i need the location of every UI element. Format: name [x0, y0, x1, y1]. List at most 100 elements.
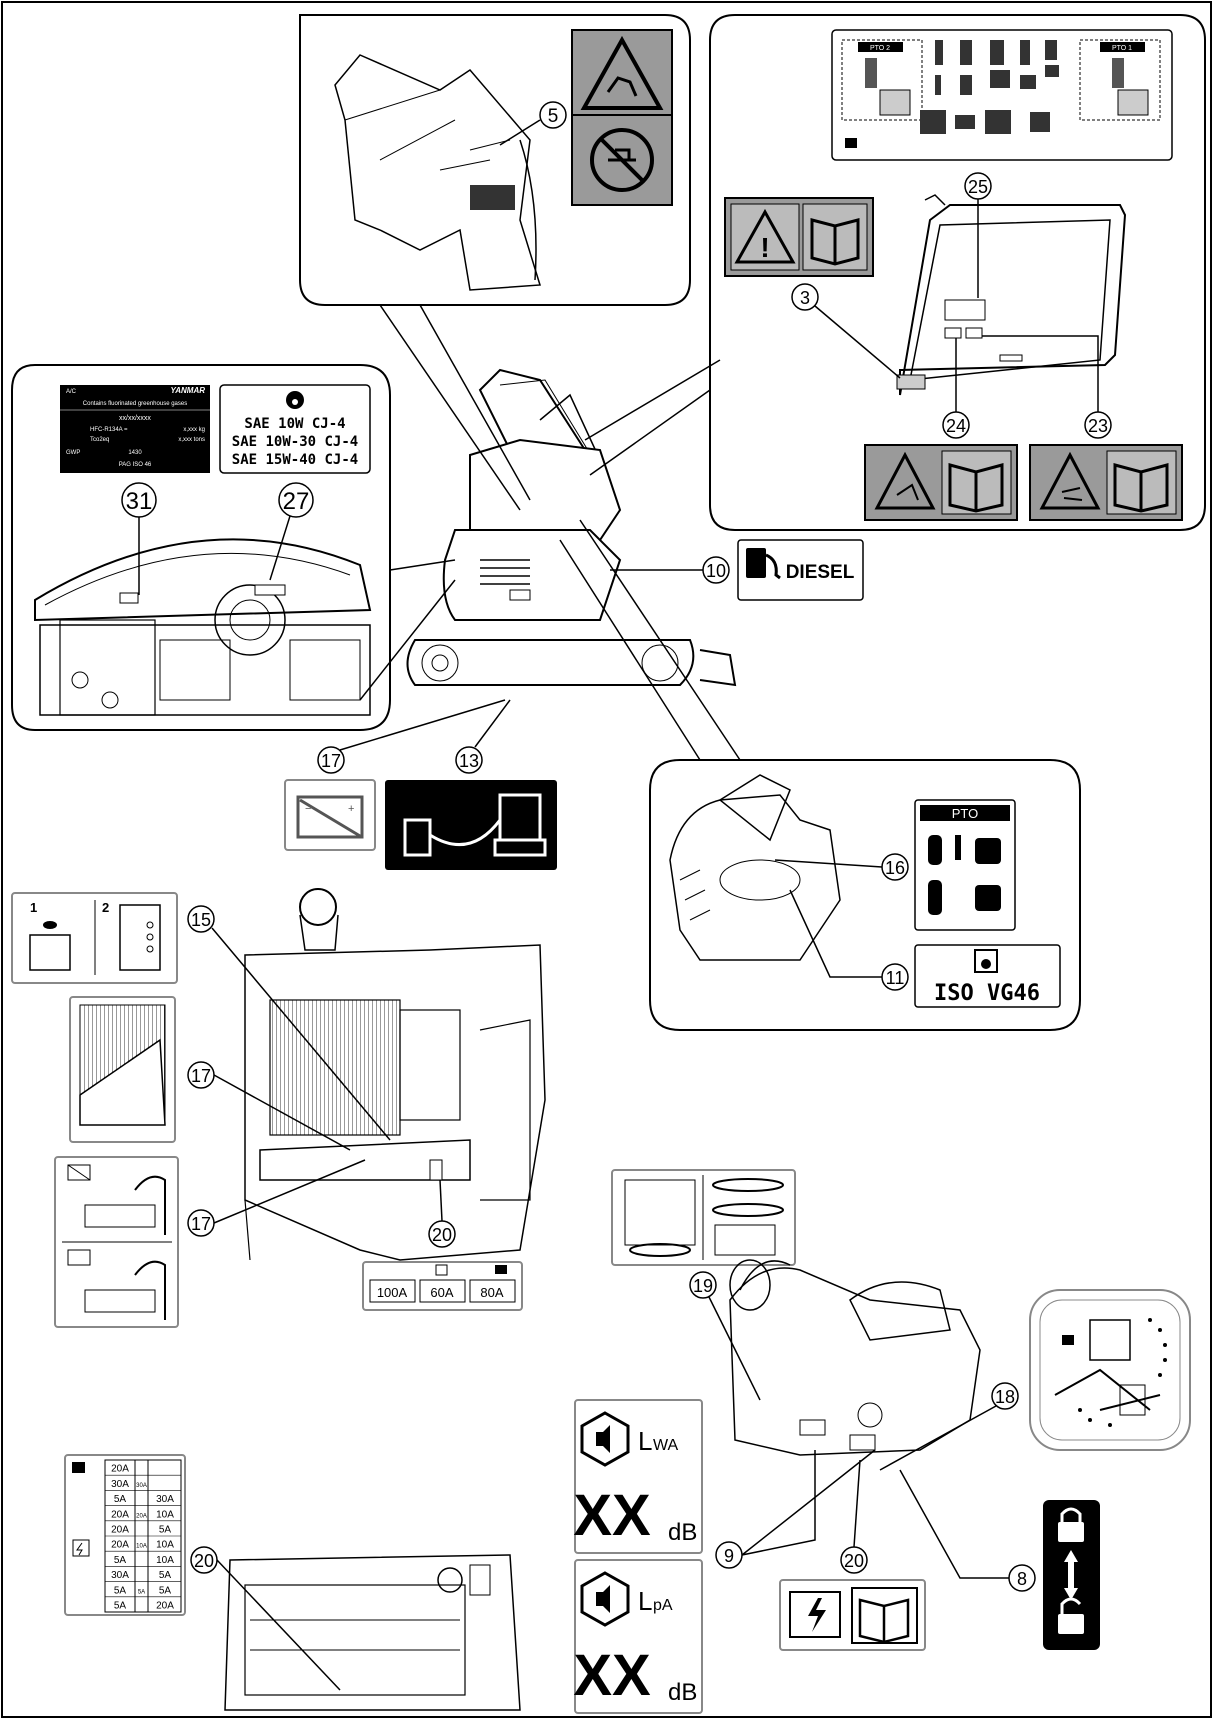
- pto1-label: PTO 1: [1112, 45, 1132, 52]
- pto-decal: PTO: [914, 799, 1016, 931]
- svg-text:YANMAR: YANMAR: [170, 386, 205, 395]
- hot-fluid-decal: [864, 444, 1018, 521]
- warning-triangle-icon: [734, 208, 796, 264]
- fuse-icon: [435, 1264, 448, 1276]
- svg-text:dB: dB: [668, 1519, 697, 1546]
- hydraulic-oil-decal: ISO VG46: [914, 944, 1061, 1008]
- sound-pressure-value: XX: [573, 1643, 651, 1708]
- callout-17: 17: [191, 1214, 211, 1234]
- oil-drop-icon: [974, 949, 998, 973]
- svg-text:1: 1: [30, 900, 37, 915]
- fuse-rating: 5A: [159, 1585, 172, 1596]
- book-icon: [845, 138, 857, 148]
- svg-text:GWP: GWP: [66, 450, 80, 456]
- oil-grade-1: SAE 10W CJ-4: [244, 416, 345, 432]
- callout-24: 24: [946, 416, 966, 436]
- diesel-fuel-decal: DIESEL: [737, 539, 864, 601]
- fuel-can-icon: [403, 818, 432, 857]
- fuse-rating: 5A: [159, 1570, 172, 1581]
- fuel-pump-icon: [746, 548, 766, 578]
- pto-control-decal: PTO 2 PTO 1: [831, 29, 1173, 161]
- callout-20: 20: [194, 1551, 214, 1571]
- svg-text:1430: 1430: [128, 450, 142, 456]
- book-icon: [858, 1598, 910, 1644]
- iso-vg46-label: ISO VG46: [934, 981, 1040, 1006]
- book-icon: [948, 463, 1004, 513]
- fuse-100a: 100A: [377, 1285, 408, 1300]
- warning-triangle-icon: [580, 35, 664, 110]
- callout-11: 11: [886, 968, 905, 988]
- sound-pressure-decal: L pA XX dB: [573, 1559, 703, 1714]
- oil-grade-2: SAE 10W-30 CJ-4: [232, 434, 358, 450]
- fuse-box-drawing: [224, 1554, 521, 1711]
- callout-13: 13: [459, 751, 479, 771]
- fuse-rating: 30A: [111, 1570, 129, 1581]
- fuse-rating: 5A: [114, 1585, 127, 1596]
- warning-triangle-icon: [874, 451, 936, 510]
- sound-icon: [580, 1411, 630, 1467]
- fuse-rating: 5A: [159, 1525, 172, 1536]
- greasing-chart-decal: [1029, 1289, 1191, 1451]
- svg-text:dB: dB: [668, 1679, 697, 1706]
- fuse-rating: 30A: [136, 1483, 147, 1489]
- sound-icon: [580, 1571, 630, 1627]
- fuse-rating: 20A: [111, 1509, 129, 1520]
- unlock-icon: [1058, 1614, 1084, 1634]
- book-icon: [72, 1462, 85, 1473]
- svg-text:pA: pA: [653, 1597, 673, 1614]
- radiator-guard-decal: [69, 996, 176, 1143]
- callout-17: 17: [321, 751, 341, 771]
- fuse-rating: 5A: [114, 1555, 127, 1566]
- book-icon: [1062, 1335, 1074, 1345]
- callout-19: 19: [693, 1276, 713, 1296]
- fuse-rating: 20A: [111, 1540, 129, 1551]
- diesel-label: DIESEL: [786, 562, 855, 583]
- sound-level-value: XX: [573, 1483, 651, 1548]
- svg-text:HFC-R134A =: HFC-R134A =: [90, 427, 128, 433]
- callout-15: 15: [191, 910, 211, 930]
- callout-20: 20: [844, 1551, 864, 1571]
- no-step-icon: [590, 128, 654, 192]
- crush-hazard-decal: [571, 29, 673, 206]
- pto2-label: PTO 2: [870, 45, 890, 52]
- svg-text:Contains fluorinated greenhous: Contains fluorinated greenhouse gases: [83, 401, 187, 407]
- fuse-rating: 5A: [114, 1494, 127, 1505]
- callout-5: 5: [548, 106, 559, 127]
- cab-outline: [896, 194, 1127, 396]
- fuse-rating: 20A: [111, 1464, 129, 1475]
- book-icon: [495, 1265, 507, 1274]
- fuse-icon: [72, 1539, 90, 1557]
- fuse-rating: 20A: [111, 1525, 129, 1536]
- seat-area-drawing: [729, 1259, 981, 1456]
- callout-3: 3: [800, 288, 810, 308]
- fuse-rating: 10A: [156, 1555, 174, 1566]
- book-icon: [810, 218, 860, 266]
- main-fuse-decal: 100A 60A 80A: [362, 1261, 523, 1311]
- callout-16: 16: [885, 858, 905, 878]
- lock-icon: [1058, 1522, 1084, 1542]
- svg-text:A/C: A/C: [66, 389, 77, 395]
- pto-label: PTO: [952, 806, 979, 821]
- bubble-connectors: [359, 304, 741, 761]
- ac-refrigerant-label: A/C YANMAR Contains fluorinated greenhou…: [60, 385, 210, 473]
- callout-23: 23: [1088, 416, 1108, 436]
- callout-17: 17: [191, 1066, 211, 1086]
- callout-10: 10: [706, 561, 726, 581]
- high-pressure-decal: [1029, 444, 1183, 521]
- fuse-rating: 30A: [111, 1479, 129, 1490]
- svg-text:xx/xx/xxxx: xx/xx/xxxx: [119, 415, 151, 422]
- svg-text:WA: WA: [653, 1437, 679, 1454]
- callout-9: 9: [724, 1546, 734, 1566]
- callout-20: 20: [432, 1225, 452, 1245]
- track-diagram-decal: [611, 1169, 796, 1266]
- sound-power-decal: L WA XX dB: [573, 1399, 703, 1554]
- hand-crush-icon: [606, 76, 638, 97]
- callout-8: 8: [1017, 1569, 1027, 1589]
- lock-unlock-decal: [1043, 1500, 1100, 1650]
- fuse-rating: 10A: [156, 1509, 174, 1520]
- engine-oil-grade-decal: SAE 10W CJ-4 SAE 10W-30 CJ-4 SAE 15W-40 …: [219, 384, 371, 474]
- battery-jump-decal: [54, 1156, 179, 1328]
